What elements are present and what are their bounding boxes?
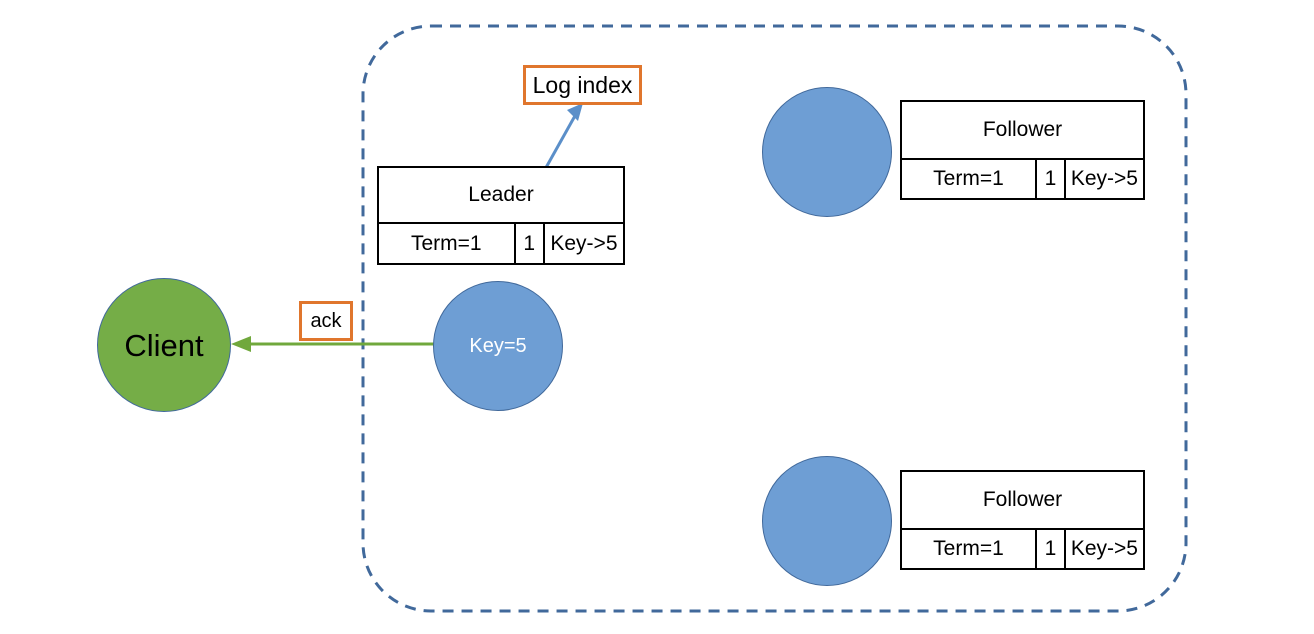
follower-2-term-cell: Term=1: [902, 530, 1037, 568]
follower-1-term-cell: Term=1: [902, 160, 1037, 198]
client-label: Client: [124, 327, 204, 363]
follower-1-entry-cell: Key->5: [1070, 167, 1138, 190]
follower-1-table-header: Follower: [902, 102, 1143, 160]
leader-circle[interactable]: Key=5: [433, 281, 563, 411]
follower-2-table-header: Follower: [902, 472, 1143, 530]
follower-2-index-cell: 1: [1037, 530, 1066, 568]
leader-table-header: Leader: [379, 168, 623, 224]
log-index-callout: Log index: [523, 65, 642, 105]
follower-1-circle[interactable]: [762, 87, 892, 217]
follower-2-table: Follower Term=1 1 Key->5: [900, 470, 1145, 570]
follower-1-table-row: Term=1 1 Key->5: [902, 160, 1143, 198]
ack-callout-label: ack: [310, 309, 342, 332]
follower-2-circle[interactable]: [762, 456, 892, 586]
ack-callout: ack: [299, 301, 353, 341]
follower-1-table: Follower Term=1 1 Key->5: [900, 100, 1145, 200]
leader-index-cell: 1: [516, 224, 545, 263]
follower-2-entry-cell: Key->5: [1070, 537, 1138, 560]
leader-entry-cell: Key->5: [550, 231, 618, 255]
leader-circle-label: Key=5: [469, 335, 527, 357]
leader-table: Leader Term=1 1 Key->5: [377, 166, 625, 265]
cluster-boundary: [361, 24, 1188, 613]
log-index-callout-label: Log index: [532, 71, 633, 98]
leader-term-cell: Term=1: [379, 224, 516, 263]
leader-table-row: Term=1 1 Key->5: [379, 224, 623, 263]
follower-1-index-cell: 1: [1037, 160, 1066, 198]
client-circle[interactable]: Client: [97, 278, 231, 412]
ack-arrow: [231, 336, 434, 352]
follower-2-table-row: Term=1 1 Key->5: [902, 530, 1143, 568]
